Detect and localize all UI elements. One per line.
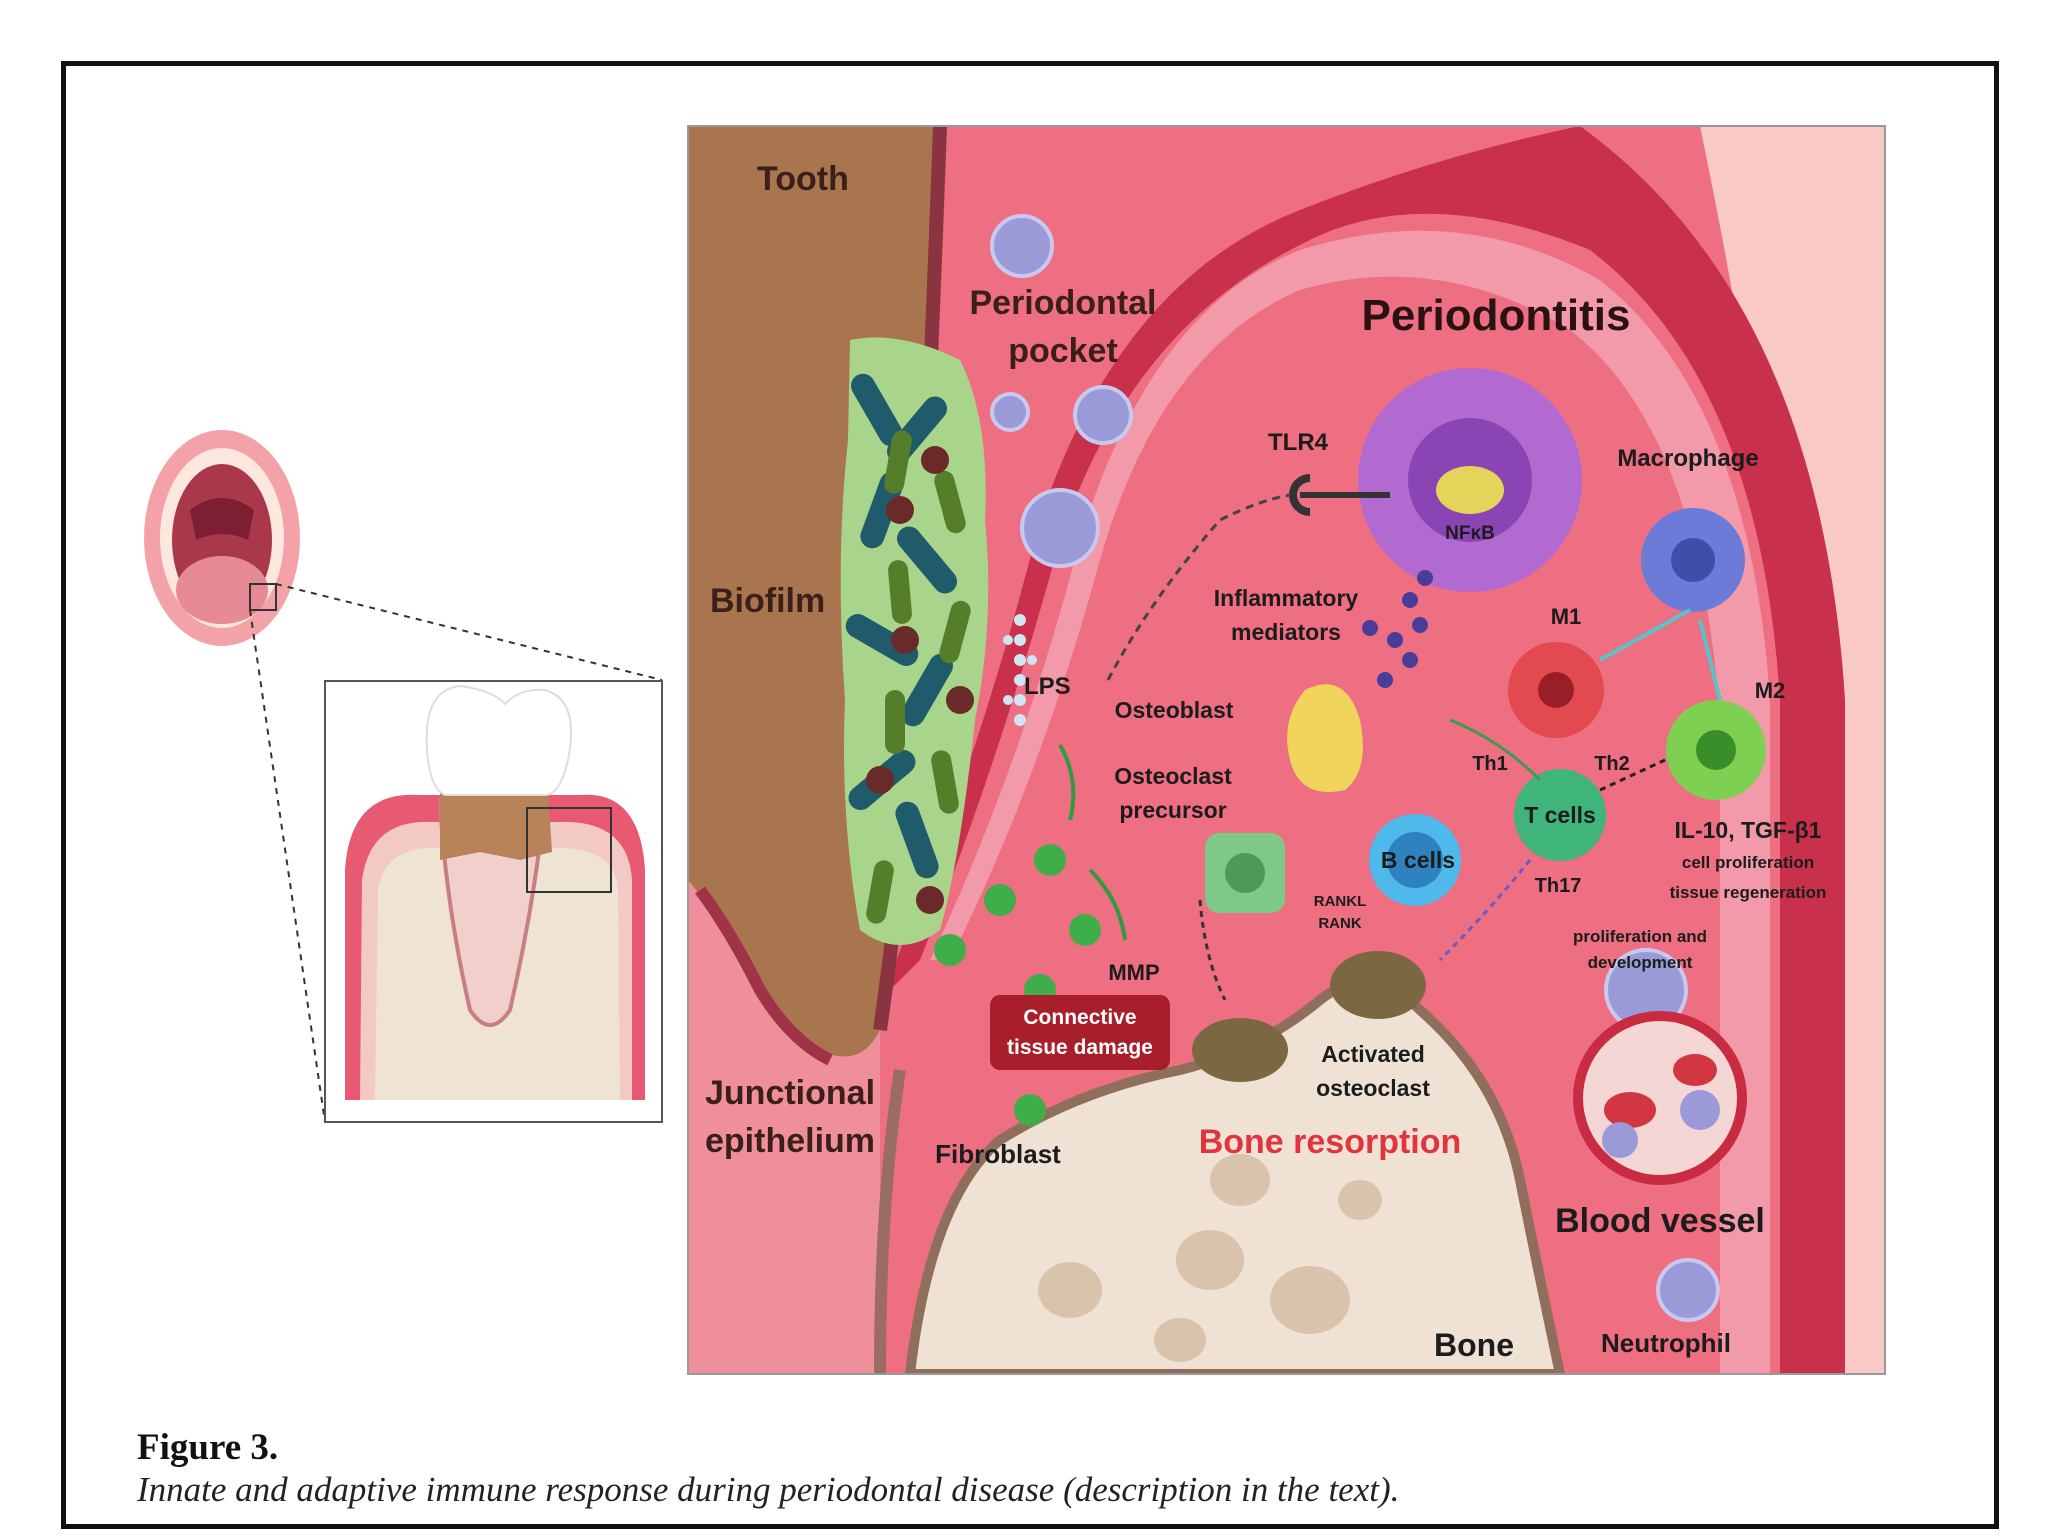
activated-osteoclast-label-2: osteoclast [1316,1075,1430,1101]
neutrophil-label: Neutrophil [1601,1328,1731,1358]
bone-label: Bone [1434,1327,1514,1363]
nfkb-label: NFκB [1445,523,1495,544]
inflammatory-label-1: Inflammatory [1214,585,1359,611]
macrophage-label: Macrophage [1617,445,1758,472]
th1-label: Th1 [1472,753,1508,775]
rankl-label: RANKL [1314,893,1367,910]
tooth-label: Tooth [757,160,849,198]
tissue-regeneration-label: tissue regeneration [1670,883,1827,902]
il10-label: IL-10, TGF-β1 [1675,817,1822,843]
lps-label: LPS [1024,673,1071,700]
activated-osteoclast-label-1: Activated [1321,1041,1425,1067]
periodontitis-label: Periodontitis [1362,291,1631,340]
b-cells-label: B cells [1381,847,1455,873]
mouth-icon [144,430,300,646]
figure-number: Figure 3. [137,1427,279,1468]
th17-label: Th17 [1535,875,1582,897]
m1-label: M1 [1551,604,1582,629]
prolif-dev-label-1: proliferation and [1573,927,1707,946]
junctional-label-2: epithelium [705,1122,875,1160]
inflammatory-label-2: mediators [1231,619,1341,645]
osteoblast-label: Osteoblast [1115,697,1234,723]
osteoclast-precursor-label-1: Osteoclast [1114,763,1232,789]
th2-label: Th2 [1594,753,1630,775]
tlr4-label: TLR4 [1268,429,1329,456]
junctional-label-1: Junctional [705,1074,875,1112]
tooth-inset [324,680,663,1123]
m2-label: M2 [1755,678,1786,703]
connective-label-2: tissue damage [1007,1036,1153,1059]
rank-label: RANK [1318,915,1361,932]
periodontal-pocket-label-2: pocket [1008,332,1118,370]
figure-caption: Innate and adaptive immune response duri… [137,1470,1400,1509]
connective-label-1: Connective [1023,1006,1136,1029]
prolif-dev-label-2: development [1588,953,1693,972]
osteoclast-precursor-label-2: precursor [1119,797,1226,823]
blood-vessel-label: Blood vessel [1555,1202,1765,1240]
t-cells-label: T cells [1524,802,1596,828]
biofilm-label: Biofilm [710,582,825,620]
mmp-label: MMP [1108,960,1159,985]
bone-resorption-label: Bone resorption [1199,1123,1462,1161]
cell-proliferation-label: cell proliferation [1682,853,1814,872]
fibroblast-label: Fibroblast [935,1139,1061,1169]
periodontal-pocket-label-1: Periodontal [969,284,1156,322]
